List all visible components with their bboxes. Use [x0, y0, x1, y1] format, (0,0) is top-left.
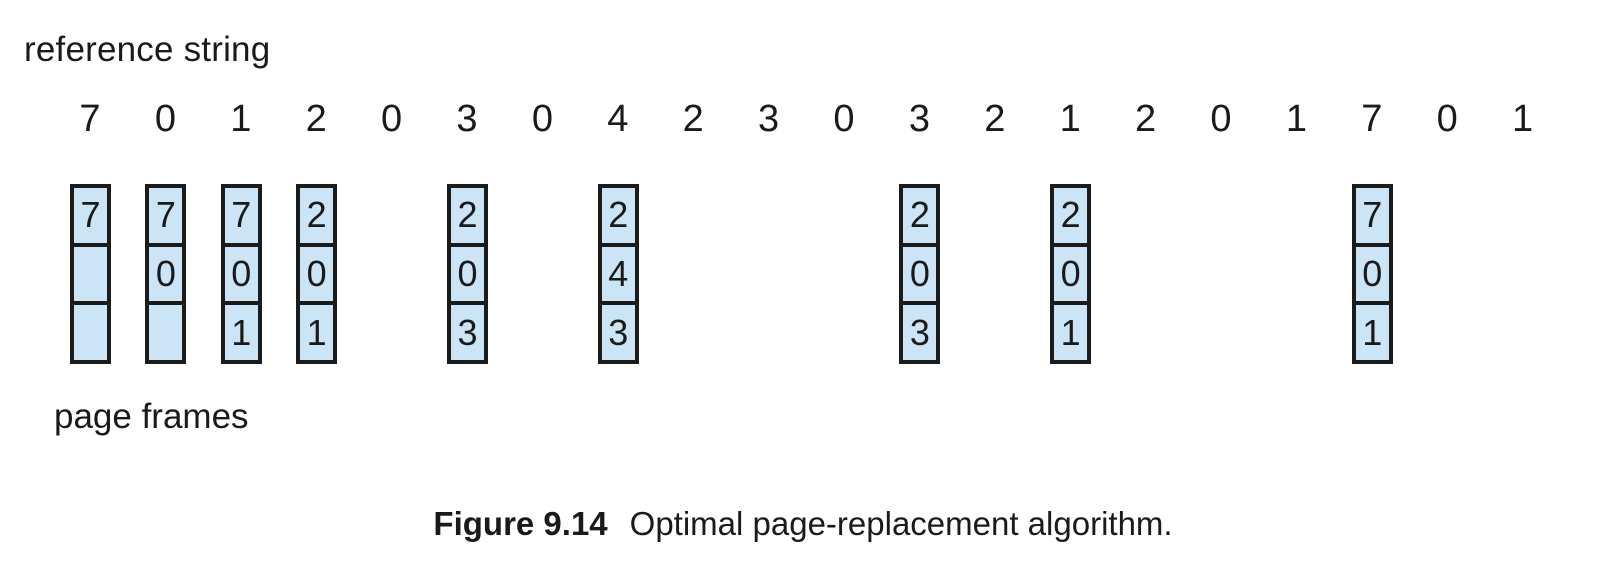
reference-string-digit: 1: [1512, 98, 1534, 140]
page-frame-cell: 0: [224, 242, 258, 302]
page-frame-cell: 2: [1054, 188, 1088, 243]
reference-string-digit: 7: [79, 98, 101, 140]
page-frame-cell: 7: [224, 188, 258, 243]
reference-string-digit: 0: [1436, 98, 1458, 140]
reference-string-row: 7 0 1 2 0 3 0 4 2 3 0 3 2 1 2 0 1 7 0 1: [0, 96, 1606, 144]
reference-string-digit: 2: [305, 98, 327, 140]
page-frame-cell: 3: [903, 301, 937, 361]
reference-string-digit: 1: [1285, 98, 1307, 140]
page-frame-cell: 3: [451, 301, 484, 361]
figure-caption-text: Optimal page-replacement algorithm.: [629, 505, 1173, 542]
reference-string-digit: 3: [456, 98, 478, 140]
reference-string-digit: 3: [758, 98, 780, 140]
reference-string-digit: 0: [154, 98, 176, 140]
reference-string-digit: 0: [531, 98, 553, 140]
page-frame-cell: 1: [1355, 301, 1389, 361]
reference-string-digit: 0: [833, 98, 855, 140]
reference-string-digit: 2: [1135, 98, 1157, 140]
page-frame-cell: 2: [601, 188, 635, 243]
reference-string-digit: 1: [1059, 98, 1081, 140]
page-frame-cell: 7: [1355, 188, 1389, 243]
page-frame-cell: 2: [451, 188, 484, 243]
page-frame-cell: [74, 242, 107, 302]
page-frame-cell: 1: [224, 301, 258, 361]
figure-caption: Figure 9.14 Optimal page-replacement algo…: [0, 502, 1606, 546]
reference-string-label: reference string: [24, 30, 271, 69]
page-frame-cell: 1: [300, 301, 334, 361]
reference-string-digit: 1: [230, 98, 252, 140]
page-frame-column: 7: [70, 184, 111, 364]
page-frame-cell: 0: [1355, 242, 1389, 302]
page-frame-cell: 0: [903, 242, 937, 302]
reference-string-digit: 2: [984, 98, 1006, 140]
page-frame-cell: 3: [601, 301, 635, 361]
page-frames-label: page frames: [54, 397, 249, 436]
page-frame-cell: 0: [149, 242, 183, 302]
reference-string-digit: 7: [1361, 98, 1383, 140]
page-frame-cell: 0: [1054, 242, 1088, 302]
page-frame-cell: 7: [149, 188, 183, 243]
page-frame-cell: 2: [903, 188, 937, 243]
page-frame-cell: 2: [300, 188, 334, 243]
reference-string-digit: 0: [1210, 98, 1232, 140]
page-frame-cell: 0: [300, 242, 334, 302]
reference-string-digit: 3: [908, 98, 930, 140]
reference-string-digit: 2: [682, 98, 704, 140]
page-frame-cell: 4: [601, 242, 635, 302]
page-frame-cell: 1: [1054, 301, 1088, 361]
page-frame-cell: [149, 301, 183, 361]
reference-string-digit: 4: [607, 98, 629, 140]
page-frame-cell: [74, 301, 107, 361]
figure-caption-number: Figure 9.14: [433, 505, 608, 542]
reference-string-digit: 0: [381, 98, 403, 140]
page-frame-cell: 0: [451, 242, 484, 302]
page-frame-cell: 7: [74, 188, 107, 243]
